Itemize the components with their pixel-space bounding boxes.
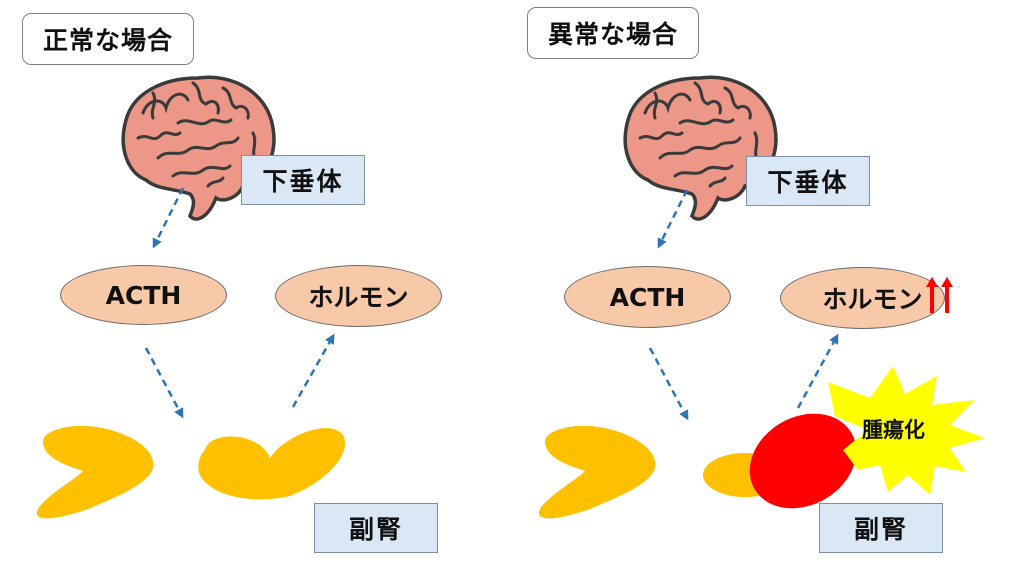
adrenal-right-normal (198, 428, 346, 500)
hormone-node-normal: ホルモン (275, 265, 442, 327)
tumor-mass (749, 413, 857, 509)
adrenal-label-abnormal: 副腎 (819, 503, 943, 553)
tumor-burst-shape (828, 366, 985, 495)
adrenal-left-normal (36, 425, 154, 519)
arrow-adrenal-to-hormone-abnormal (796, 333, 839, 409)
acth-node-abnormal: ACTH (564, 266, 731, 328)
hormone-node-abnormal: ホルモン (780, 267, 945, 329)
acth-node-normal: ACTH (60, 265, 227, 325)
panel-title-abnormal: 異常な場合 (527, 7, 699, 59)
pituitary-label-abnormal: 下垂体 (746, 156, 870, 206)
arrow-acth-to-adrenal-normal (144, 347, 184, 419)
arrow-pituitary-to-acth-normal (152, 187, 185, 249)
arrow-acth-to-adrenal-abnormal (648, 347, 689, 421)
adrenal-label-normal: 副腎 (314, 503, 438, 553)
hormone-label-abnormal: ホルモン (822, 285, 923, 314)
arrow-pituitary-to-acth-abnormal (657, 189, 689, 249)
adrenal-left-abnormal (538, 425, 656, 519)
double-up-arrow-icon (925, 277, 955, 313)
arrow-adrenal-to-hormone-normal (291, 333, 335, 408)
pituitary-label-normal: 下垂体 (241, 155, 365, 205)
panel-title-normal: 正常な場合 (22, 13, 194, 65)
tumor-label: 腫瘍化 (862, 418, 925, 442)
